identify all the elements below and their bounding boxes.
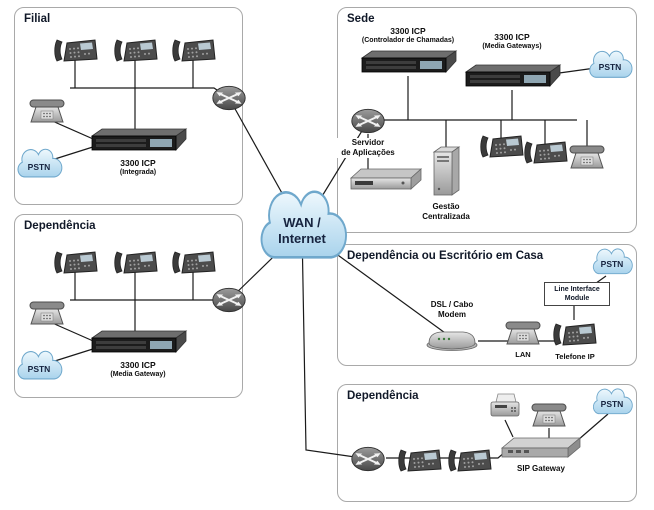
- router-icon: [350, 106, 386, 136]
- dsl-modem-icon: [424, 324, 480, 352]
- analog-phone-icon: [528, 396, 570, 430]
- fax-machine-icon: [486, 390, 524, 422]
- analog-phone-icon: [26, 294, 68, 328]
- management-label: Gestão Centralizada: [422, 202, 470, 221]
- ip-phone-icon: [550, 314, 598, 352]
- router-icon: [350, 444, 386, 474]
- device-label: 3300 ICP (Media Gateways): [482, 32, 542, 50]
- ip-phone-label: Telefone IP: [555, 352, 595, 361]
- analog-phone-icon: [502, 314, 544, 348]
- sip-gateway-label: SIP Gateway: [517, 464, 565, 473]
- sip-gateway-icon: [500, 434, 582, 460]
- panel-title-sede: Sede: [347, 13, 375, 25]
- router-icon: [211, 285, 247, 315]
- icp-device-icon: [88, 328, 188, 358]
- analog-phone-icon: [26, 92, 68, 126]
- ip-phone-icon: [522, 132, 568, 170]
- pstn-label: PSTN: [27, 363, 51, 374]
- pstn-label: PSTN: [27, 161, 51, 172]
- app-server-label: Servidor de Aplicações: [332, 138, 404, 158]
- router-icon: [211, 83, 247, 113]
- pstn-cloud: PSTN: [588, 386, 636, 420]
- wan-label: WAN /Internet: [278, 214, 326, 246]
- pstn-cloud: PSTN: [12, 146, 66, 184]
- ip-phone-icon: [112, 30, 158, 68]
- panel-dependencia-sip: Dependência: [337, 384, 637, 502]
- icp-device-icon: [88, 126, 188, 156]
- device-label: 3300 ICP (Integrada): [119, 158, 157, 176]
- server-tower-icon: [428, 144, 464, 200]
- icp-device-icon: [358, 48, 458, 78]
- wan-internet-cloud: WAN /Internet: [250, 184, 354, 274]
- ip-phone-icon: [170, 242, 216, 280]
- ip-phone-icon: [112, 242, 158, 280]
- pstn-label: PSTN: [600, 259, 624, 270]
- pstn-cloud: PSTN: [584, 48, 636, 84]
- panel-title-dependencia: Dependência: [24, 220, 96, 232]
- ip-phone-icon: [478, 126, 524, 164]
- icp-device-icon: [462, 62, 562, 92]
- panel-title-dependencia-sip: Dependência: [347, 390, 419, 402]
- pstn-cloud: PSTN: [588, 246, 636, 280]
- panel-title-filial: Filial: [24, 13, 51, 25]
- device-label: 3300 ICP (Media Gateway): [110, 360, 166, 378]
- ip-phone-icon: [52, 30, 98, 68]
- ip-phone-icon: [446, 440, 492, 478]
- ip-phone-icon: [170, 30, 216, 68]
- pstn-label: PSTN: [600, 399, 624, 410]
- ip-phone-icon: [52, 242, 98, 280]
- analog-phone-icon: [566, 138, 608, 172]
- modem-label: DSL / Cabo Modem: [430, 300, 474, 319]
- line-interface-module-box: Line Interface Module: [544, 282, 610, 306]
- ip-phone-icon: [396, 440, 442, 478]
- app-server-appliance-icon: [348, 164, 424, 194]
- device-label: 3300 ICP (Controlador de Chamadas): [361, 26, 455, 44]
- lan-label: LAN: [515, 350, 531, 359]
- pstn-cloud: PSTN: [12, 348, 66, 386]
- pstn-label: PSTN: [598, 62, 622, 73]
